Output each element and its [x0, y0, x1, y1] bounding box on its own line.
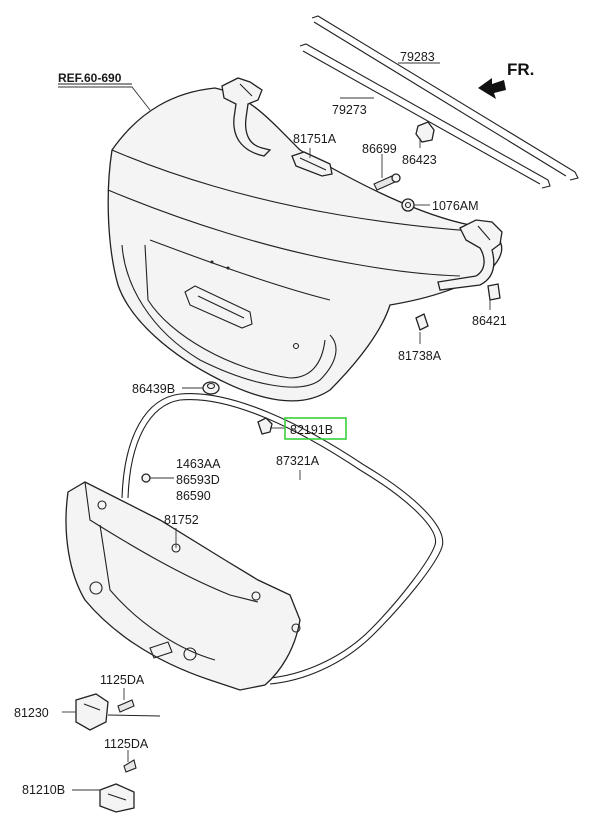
part-label-86593d[interactable]: 86593D: [176, 473, 220, 487]
fastener-82191b: [257, 417, 273, 435]
part-label-1463aa[interactable]: 1463AA: [176, 457, 221, 471]
latch-81230: [75, 693, 161, 731]
part-label-81210b[interactable]: 81210B: [22, 783, 65, 797]
bracket-81751a: [291, 151, 333, 177]
part-label-79283[interactable]: 79283: [400, 50, 435, 64]
left-hinge: [221, 77, 272, 157]
trunk-lid-trim-81752: [65, 481, 301, 691]
part-label-79273[interactable]: 79273: [332, 103, 367, 117]
part-label-1076am[interactable]: 1076AM: [432, 199, 479, 213]
right-hinge: [437, 219, 503, 291]
part-label-82191b[interactable]: 82191B: [290, 423, 333, 437]
striker-81210b: [99, 783, 135, 813]
part-label-81738a[interactable]: 81738A: [398, 349, 442, 363]
front-direction-label: FR.: [507, 60, 534, 79]
part-label-81752[interactable]: 81752: [164, 513, 199, 527]
bolt-86699: [373, 173, 401, 191]
ref-label: REF.60-690: [58, 71, 122, 85]
front-direction-arrow-icon: [478, 78, 506, 99]
clip-86423: [415, 121, 435, 143]
bumper-81738a: [415, 313, 429, 331]
part-label-87321a[interactable]: 87321A: [276, 454, 320, 468]
part-label-81751a[interactable]: 81751A: [293, 132, 337, 146]
part-label-86439b[interactable]: 86439B: [132, 382, 175, 396]
part-label-86590[interactable]: 86590: [176, 489, 211, 503]
torsion-bar-79273: [299, 43, 551, 189]
part-label-1125da-lower[interactable]: 1125DA: [104, 737, 149, 751]
bumper-86421: [487, 283, 501, 301]
bolt-1125da-lower: [123, 759, 137, 773]
highlight-box-82191b: [284, 417, 347, 440]
part-label-86423[interactable]: 86423: [402, 153, 437, 167]
bolt-1125da-upper: [117, 699, 135, 713]
nut-1076am: [401, 198, 415, 212]
leader-lines: [58, 62, 491, 791]
trunk-lid-panel: [107, 87, 503, 402]
part-label-86421[interactable]: 86421: [472, 314, 507, 328]
grommet-86439b: [202, 381, 220, 395]
part-label-86699[interactable]: 86699: [362, 142, 397, 156]
part-label-1125da-upper[interactable]: 1125DA: [100, 673, 145, 687]
part-label-81230[interactable]: 81230: [14, 706, 49, 720]
weatherstrip-87321a: [121, 392, 444, 685]
screw-1463aa: [141, 473, 151, 483]
torsion-bar-79283: [311, 15, 579, 181]
